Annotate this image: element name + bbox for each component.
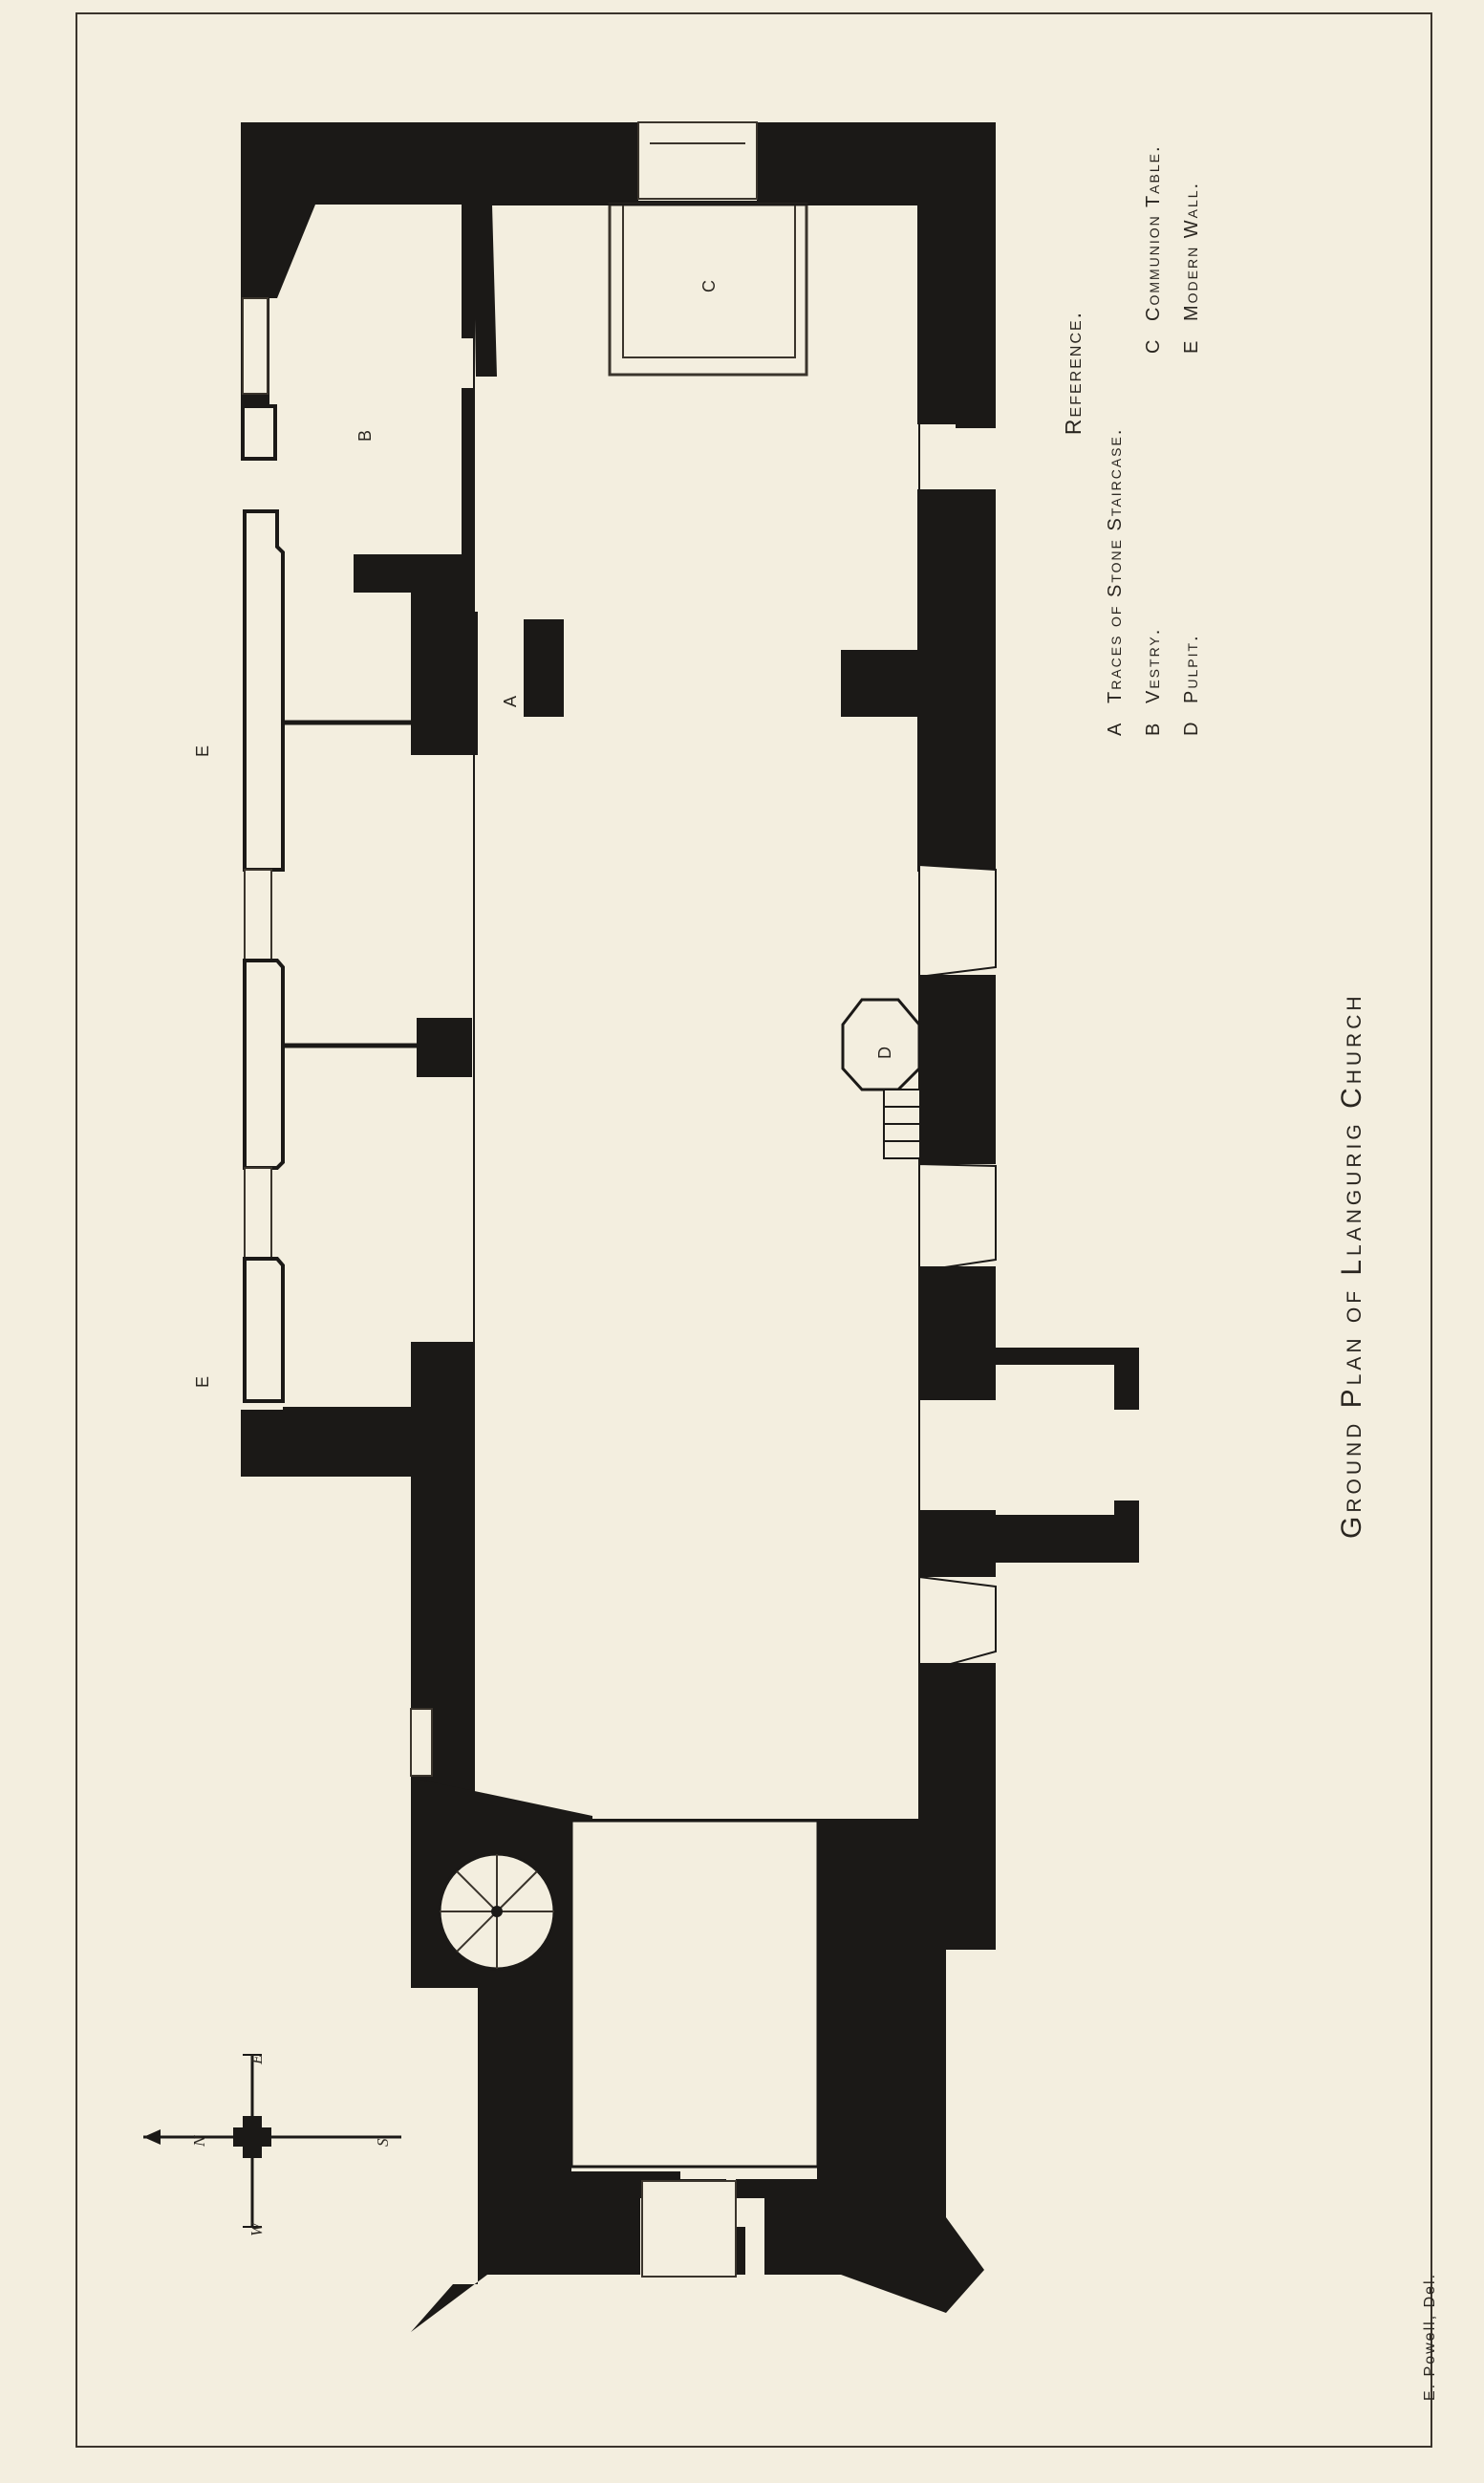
tower-doorway [641, 2180, 737, 2278]
south-wall-porch-section [919, 1266, 996, 1400]
porch-wall-west [919, 1501, 1139, 1577]
east-wall-south [757, 122, 996, 205]
north-west-window [410, 1708, 433, 1777]
chancel-north-box [241, 404, 277, 461]
nave-north-west-wall [241, 1342, 474, 1821]
reference-row: D Pulpit. E Modern Wall. [1172, 38, 1211, 736]
south-wall-pulpit-section [919, 975, 996, 1164]
nave-floor-outline [473, 204, 920, 1821]
reference-heading: Reference. [1061, 310, 1086, 436]
east-wall-north [241, 122, 638, 205]
nave-pier [417, 1018, 472, 1077]
north-east-corner [241, 205, 315, 298]
spiral-stair-newel [491, 1906, 503, 1917]
compass-east: E [247, 2054, 266, 2065]
chancel-south-wall [917, 205, 996, 424]
reference-key-letter: A [1104, 721, 1126, 736]
south-wall-west-section [919, 1663, 996, 1921]
modern-wall-north-middle [243, 959, 285, 1170]
reference-description: Pulpit. [1180, 634, 1202, 703]
compass-north: N [190, 2134, 208, 2148]
reference-key-letter: D [1180, 720, 1202, 736]
sheet-border [75, 12, 1432, 2448]
pulpit [841, 998, 921, 1091]
marker-c: C [699, 280, 719, 292]
south-window-splay-2 [918, 1162, 997, 1273]
reference-key-letter: C [1142, 337, 1164, 354]
marker-b: B [355, 430, 375, 442]
chancel-south-window [906, 428, 996, 489]
marker-d: D [875, 1047, 894, 1059]
reference-description: Vestry. [1142, 627, 1164, 703]
reference-description: Modern Wall. [1180, 181, 1202, 321]
vestry-wall-block [354, 554, 478, 755]
reference-key: Reference. A Traces of Stone Staircase. B… [1061, 38, 1211, 736]
vestry-partition-lower [462, 388, 473, 560]
north-window-1 [244, 869, 272, 961]
porch-wall-east [996, 1348, 1139, 1410]
compass-west: W [247, 2221, 266, 2236]
north-window-2 [244, 1167, 272, 1260]
stair-trace-block [524, 619, 564, 717]
reference-row: B Vestry. C Communion Table. [1134, 38, 1172, 736]
plan-title: Ground Plan of Llangurig Church [1336, 992, 1367, 1539]
chancel-south-pier [841, 650, 917, 717]
author-credit: E. Powell, Del. [1422, 2272, 1438, 2401]
compass-rose: N S E W [143, 2054, 401, 2236]
reference-key-letter: E [1180, 338, 1202, 354]
modern-wall-north-upper [243, 509, 285, 872]
chancel-south-wall-b [917, 489, 996, 872]
east-window [637, 121, 758, 200]
spiral-stair-treads [440, 1854, 554, 1969]
marker-e-lower: E [193, 1376, 212, 1388]
compass-south: S [374, 2138, 392, 2147]
reference-key-letter: B [1142, 721, 1164, 736]
pulpit-steps [883, 1089, 921, 1159]
south-window-splay-3 [918, 1575, 997, 1674]
tower-south-block [736, 1821, 996, 2313]
reference-description: Traces of Stone Staircase. [1104, 427, 1126, 703]
modern-wall-north-lower [243, 1257, 285, 1403]
south-window-splay-1 [918, 863, 997, 979]
reference-description: Communion Table. [1142, 144, 1164, 321]
marker-e-upper: E [193, 745, 212, 757]
vestry-partition [462, 205, 473, 338]
marker-a: A [501, 696, 520, 707]
reference-row: A Traces of Stone Staircase. [1096, 38, 1134, 736]
chancel-north-window-a [242, 297, 269, 395]
tower-interior [570, 1819, 820, 2169]
south-door-gap [919, 1400, 996, 1510]
